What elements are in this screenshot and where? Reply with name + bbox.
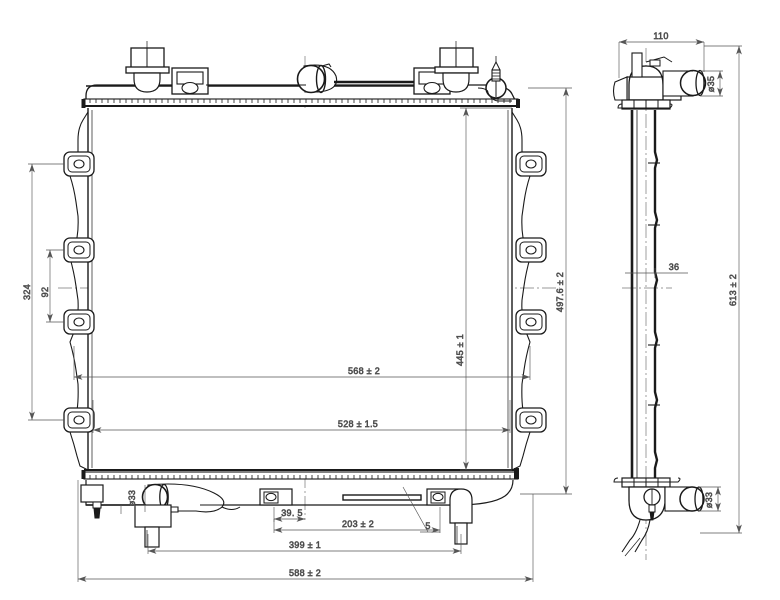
front-view <box>58 41 560 548</box>
drain-cock <box>80 484 104 519</box>
dim-36 <box>625 268 688 278</box>
dim-399 <box>147 534 462 554</box>
mount-bracket <box>63 407 95 433</box>
dim-613 <box>700 45 742 534</box>
dim-label-dia33-right: ø33 <box>704 492 714 508</box>
mount-bracket <box>63 237 95 263</box>
dim-label-203: 203 ± 2 <box>342 519 374 529</box>
lower-mount-pin <box>134 504 172 548</box>
side-core-profile <box>630 110 660 478</box>
dim-203 <box>273 507 441 533</box>
side-upper-port <box>662 69 707 97</box>
tank-clip-bottom-left <box>259 488 293 506</box>
mount-bracket <box>515 151 547 177</box>
dim-588 <box>77 480 534 582</box>
dim-dia33-right <box>699 486 721 512</box>
dim-445 <box>460 107 512 471</box>
mount-bracket <box>515 237 547 263</box>
side-view <box>612 48 707 560</box>
dim-label-324: 324 <box>22 284 32 300</box>
lower-tank-plate <box>342 494 422 501</box>
right-mount-brackets <box>515 151 547 433</box>
dim-label-5: 5 <box>425 521 430 531</box>
left-mount-brackets <box>63 151 95 433</box>
dim-label-568: 568 ± 2 <box>348 366 380 376</box>
side-lower-port <box>664 486 705 512</box>
front-dimensions: 324 92 445 ± 1 497.6 ± 2 568 ± 2 <box>22 87 572 582</box>
filler-neck-cap-left <box>125 41 170 93</box>
dim-label-dia33-left: ø33 <box>127 490 137 506</box>
dim-568 <box>73 346 531 380</box>
dim-label-528: 528 ± 1.5 <box>338 419 378 429</box>
dim-label-39-5: 39. 5 <box>281 508 303 518</box>
dim-110 <box>618 39 705 78</box>
valve-tank-link <box>477 87 489 93</box>
dim-label-dia35: ø35 <box>706 76 716 92</box>
dim-label-613: 613 ± 2 <box>728 274 738 306</box>
tank-clip-left <box>171 67 209 95</box>
side-dimensions: 110 ø35 36 613 ± 2 ø33 <box>618 31 742 534</box>
dim-label-92: 92 <box>40 287 50 298</box>
radiator-core <box>87 108 513 470</box>
mount-bracket <box>63 151 95 177</box>
mount-bracket <box>63 309 95 335</box>
bleed-valve <box>485 56 512 102</box>
dim-528 <box>92 400 511 433</box>
dim-dia33-left <box>120 485 146 514</box>
mount-bracket <box>515 309 547 335</box>
dim-label-4976: 497.6 ± 2 <box>555 272 565 312</box>
upper-tank-crimp-band <box>81 98 520 108</box>
dim-label-110: 110 <box>653 31 668 41</box>
dim-label-399: 399 ± 1 <box>289 540 321 550</box>
mount-bracket <box>515 407 547 433</box>
dim-92 <box>46 249 64 323</box>
filler-neck-cap-right <box>434 41 479 93</box>
dim-label-588: 588 ± 2 <box>289 568 321 578</box>
callout-5 <box>402 486 440 533</box>
dim-dia35 <box>700 70 723 97</box>
dim-324 <box>28 163 64 421</box>
dim-label-36: 36 <box>669 262 680 272</box>
dim-4976 <box>520 87 572 495</box>
side-drain <box>643 488 661 521</box>
dim-label-445: 445 ± 1 <box>455 334 465 366</box>
lower-tank-crimp-band <box>81 468 519 480</box>
upper-hose-port <box>296 63 338 94</box>
side-centerlines <box>622 48 672 560</box>
